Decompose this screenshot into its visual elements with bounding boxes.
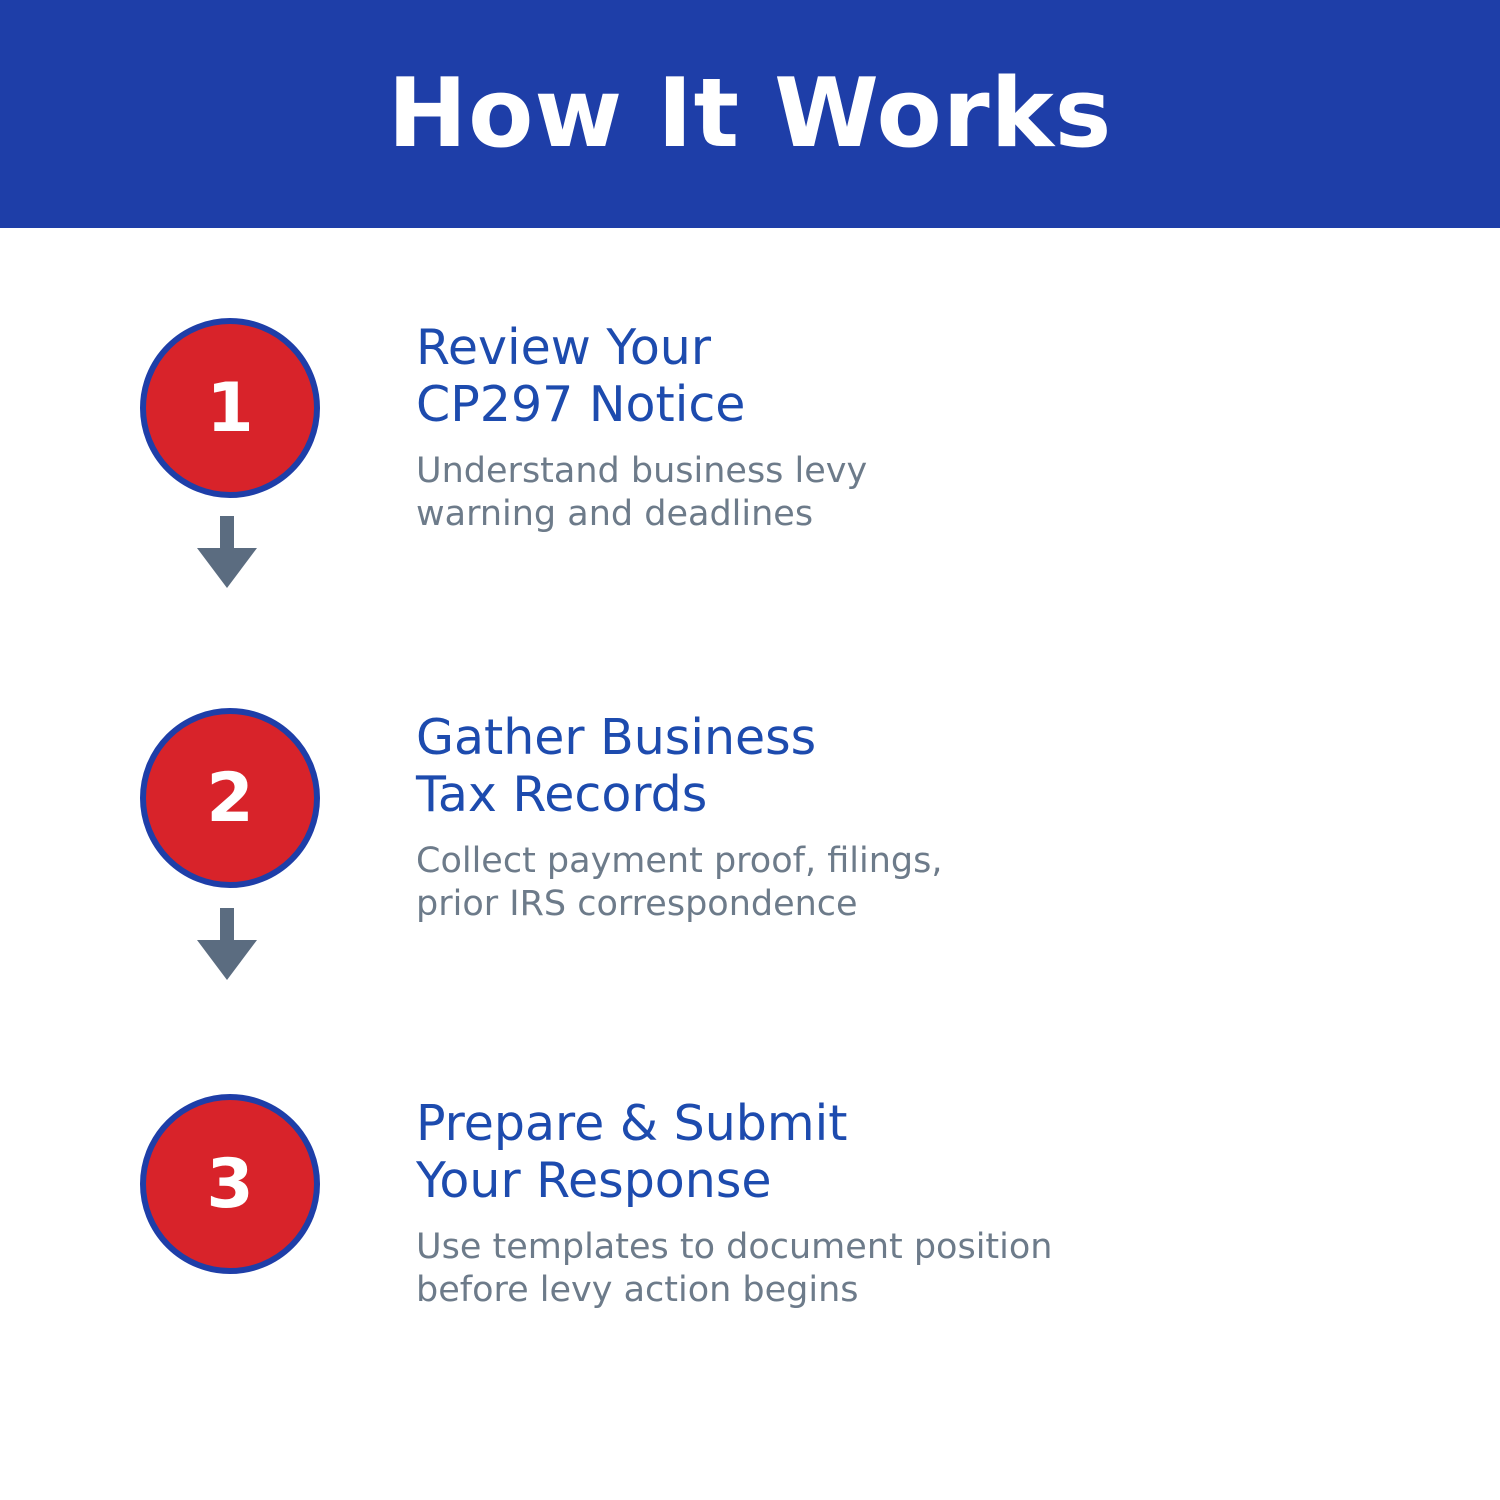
arrow-stem [220, 908, 234, 940]
step-3-text: Prepare & Submit Your Response Use templ… [416, 1094, 1052, 1313]
arrow-head [197, 548, 257, 588]
step-3-number: 3 [206, 1144, 254, 1224]
step-3-title-line1: Prepare & Submit [416, 1095, 848, 1152]
step-1-text: Review Your CP297 Notice Understand busi… [416, 318, 867, 537]
step-1-description: Understand business levy warning and dea… [416, 450, 867, 538]
step-2: 2 Gather Business Tax Records Collect pa… [140, 708, 942, 927]
step-2-title-line1: Gather Business [416, 709, 817, 766]
step-1-desc-line1: Understand business levy [416, 450, 868, 491]
step-2-desc-line1: Collect payment proof, filings, [416, 840, 943, 881]
arrow-stem [220, 516, 234, 548]
step-2-text: Gather Business Tax Records Collect paym… [416, 708, 942, 927]
arrow-down-icon [197, 908, 257, 980]
step-3-desc-line1: Use templates to document position [416, 1226, 1053, 1267]
step-3-number-badge: 3 [140, 1094, 320, 1274]
page-title: How It Works [387, 59, 1113, 169]
step-3-title-line2: Your Response [416, 1151, 772, 1209]
step-2-title: Gather Business Tax Records [416, 709, 942, 824]
step-3-title: Prepare & Submit Your Response [416, 1095, 1052, 1210]
step-1: 1 Review Your CP297 Notice Understand bu… [140, 318, 867, 537]
step-1-desc-line2: warning and deadlines [416, 494, 814, 535]
step-3-description: Use templates to document position befor… [416, 1226, 1052, 1314]
step-3: 3 Prepare & Submit Your Response Use tem… [140, 1094, 1052, 1313]
step-2-description: Collect payment proof, filings, prior IR… [416, 840, 942, 928]
step-2-number: 2 [206, 758, 254, 838]
step-2-number-badge: 2 [140, 708, 320, 888]
arrow-head [197, 940, 257, 980]
step-1-title: Review Your CP297 Notice [416, 319, 867, 434]
header-banner: How It Works [0, 0, 1500, 228]
step-3-desc-line2: before levy action begins [416, 1270, 859, 1311]
step-2-desc-line2: prior IRS correspondence [416, 884, 858, 925]
step-1-number-badge: 1 [140, 318, 320, 498]
arrow-down-icon [197, 516, 257, 588]
step-2-title-line2: Tax Records [416, 765, 708, 823]
step-1-title-line1: Review Your [416, 319, 712, 376]
step-1-number: 1 [206, 368, 254, 448]
step-1-title-line2: CP297 Notice [416, 375, 746, 433]
